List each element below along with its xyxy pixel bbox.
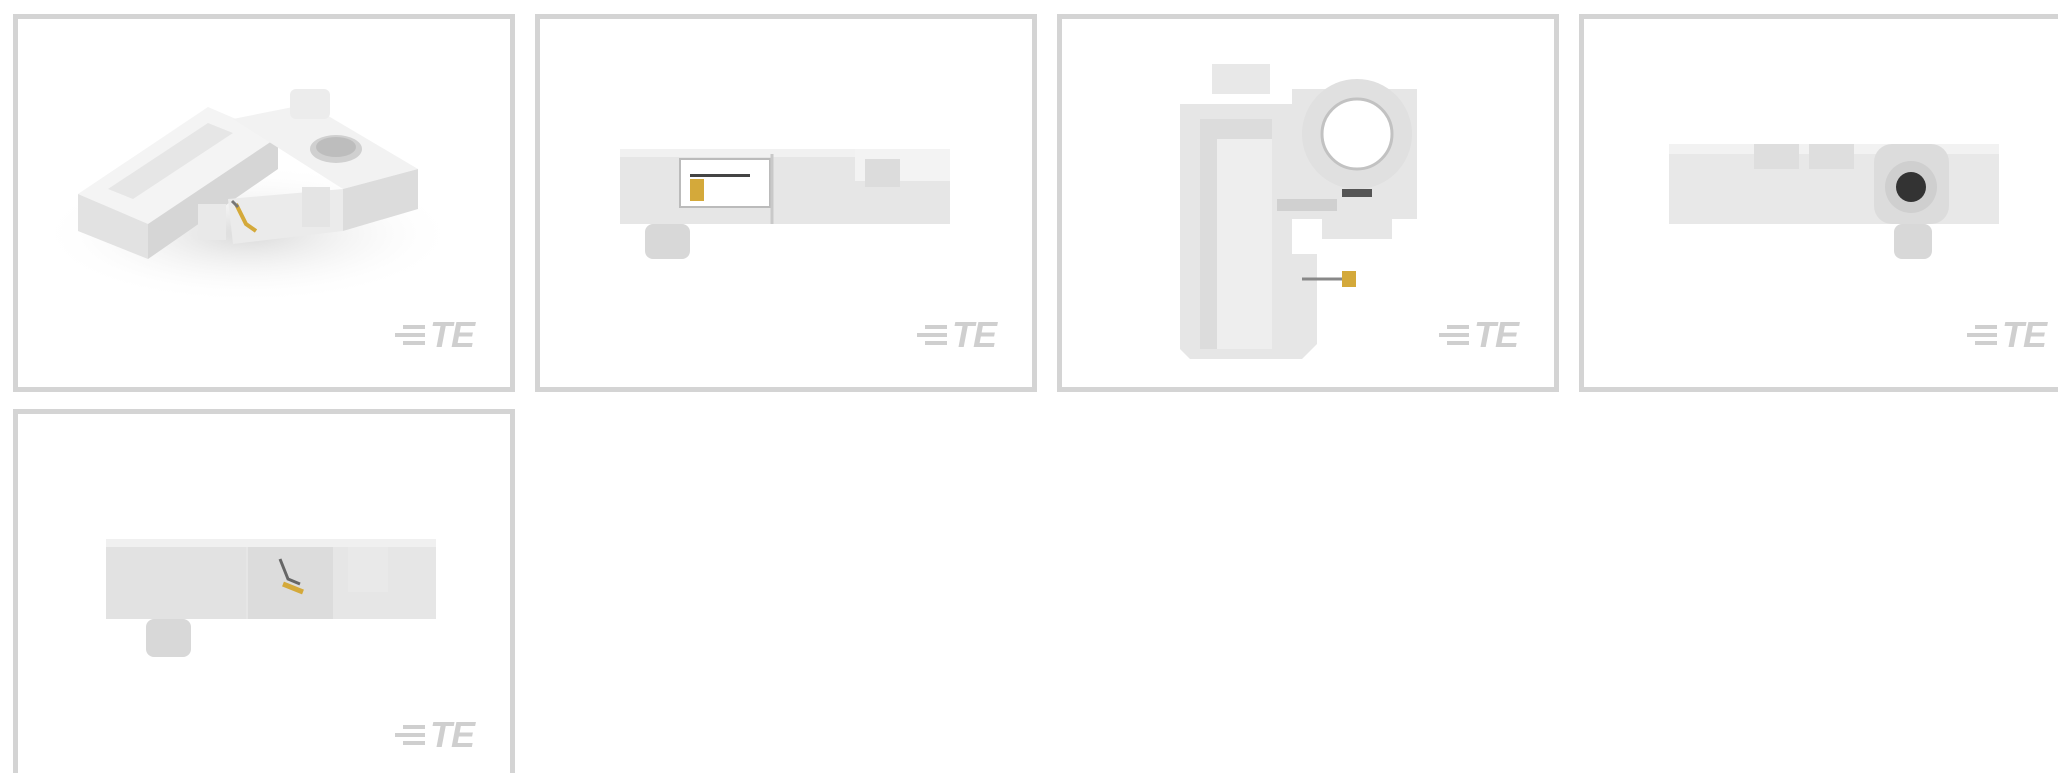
product-thumbnail-3[interactable]: TE [1057, 14, 1559, 392]
product-image-side [620, 149, 950, 259]
te-logo: TE [394, 314, 475, 355]
product-image-end [1669, 144, 1999, 259]
te-logo-text: TE [429, 714, 475, 755]
te-logo-text: TE [1473, 314, 1519, 355]
te-logo-lines-icon [1438, 325, 1469, 345]
product-thumbnail-4[interactable]: TE [1579, 14, 2058, 392]
te-logo-lines-icon [916, 325, 947, 345]
product-thumbnail-5[interactable]: TE [13, 409, 515, 773]
te-logo-text: TE [2001, 314, 2047, 355]
product-image-isometric [38, 89, 458, 304]
te-logo-text: TE [951, 314, 997, 355]
te-logo-text: TE [429, 314, 475, 355]
te-logo: TE [1438, 314, 1519, 355]
te-logo: TE [394, 714, 475, 755]
product-thumbnail-1[interactable]: TE [13, 14, 515, 392]
te-logo: TE [916, 314, 997, 355]
te-logo-lines-icon [394, 325, 425, 345]
te-logo-lines-icon [1966, 325, 1997, 345]
te-logo-lines-icon [394, 725, 425, 745]
product-image-side-reverse [106, 539, 436, 657]
te-logo: TE [1966, 314, 2047, 355]
product-image-top [1180, 64, 1417, 359]
product-thumbnail-2[interactable]: TE [535, 14, 1037, 392]
